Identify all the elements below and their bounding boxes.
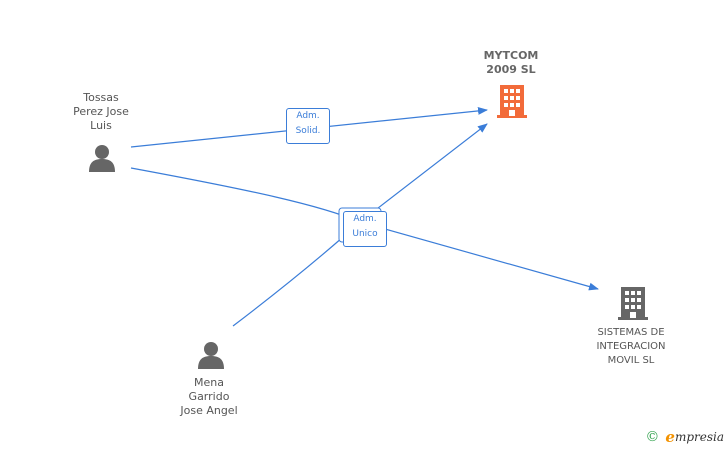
- building-icon: [497, 85, 527, 118]
- copyright-icon: ©: [645, 429, 660, 445]
- person-label-tossas[interactable]: Tossas Perez Jose Luis: [73, 91, 129, 132]
- brand-logo: © e mpresia: [645, 428, 724, 446]
- brand-name: mpresia: [674, 430, 724, 444]
- person-label-mena[interactable]: Mena Garrido Jose Angel: [180, 376, 238, 417]
- relation-adm-solid[interactable]: Adm. Solid.: [286, 108, 330, 144]
- relation-adm-unico[interactable]: Adm. Unico: [343, 211, 387, 247]
- company-label-mytcom[interactable]: MYTCOM 2009 SL: [483, 49, 539, 76]
- company-label-sistemas[interactable]: SISTEMAS DE INTEGRACION MOVIL SL: [596, 327, 666, 366]
- building-icon: [618, 287, 648, 320]
- person-icon: [89, 145, 115, 172]
- person-icon: [198, 342, 224, 369]
- brand-initial: e: [665, 428, 675, 446]
